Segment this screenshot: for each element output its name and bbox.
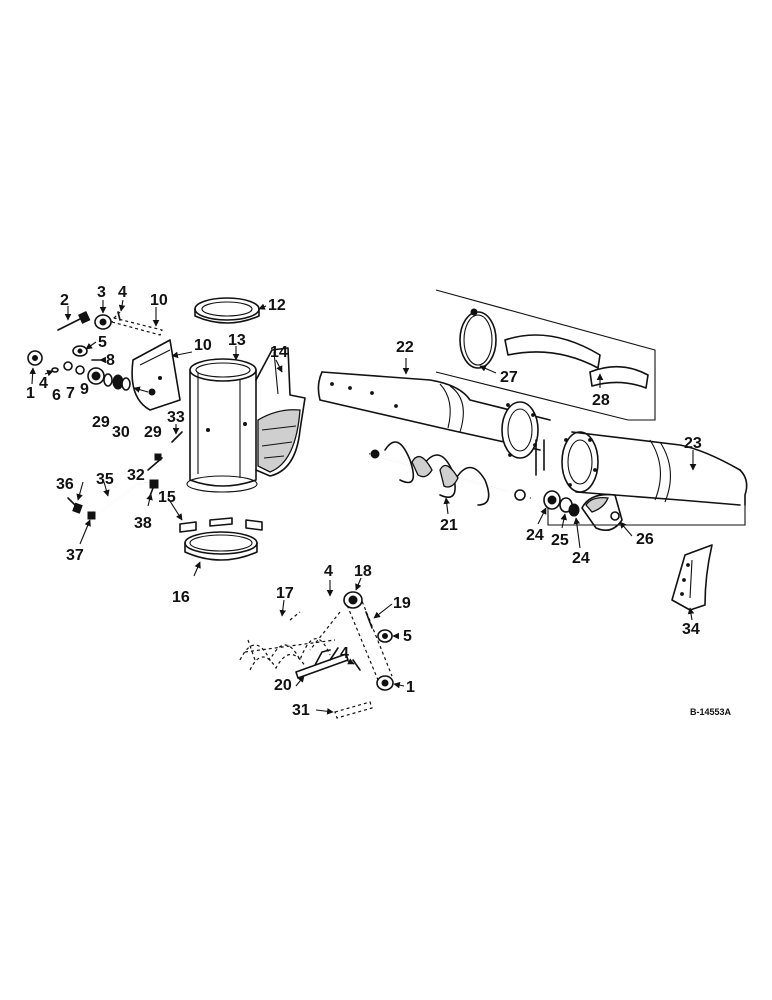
drawing-reference-number: B-14553A bbox=[690, 707, 732, 717]
label-37: 37 bbox=[66, 547, 84, 564]
label-29a: 29 bbox=[92, 414, 110, 431]
fitting-part-37 bbox=[87, 511, 96, 520]
label-1-left: 1 bbox=[26, 385, 35, 402]
label-15: 15 bbox=[158, 489, 176, 506]
label-3: 3 bbox=[97, 284, 106, 301]
label-27: 27 bbox=[500, 369, 518, 386]
label-25: 25 bbox=[551, 532, 569, 549]
drive-chain-outline bbox=[309, 595, 393, 681]
label-5-top: 5 bbox=[98, 334, 107, 351]
hopper-cluster bbox=[67, 297, 306, 561]
tube-part-22 bbox=[317, 371, 551, 459]
hopper-housing-part-13 bbox=[186, 358, 258, 493]
washer-part-5 bbox=[72, 345, 88, 357]
label-7: 7 bbox=[66, 385, 75, 402]
kit-panel-outline bbox=[435, 289, 656, 421]
label-12: 12 bbox=[268, 297, 286, 314]
washer-part-5-lower bbox=[377, 629, 393, 643]
shield-part-34 bbox=[671, 544, 713, 611]
bracket-part-10 bbox=[131, 339, 181, 411]
label-18: 18 bbox=[354, 563, 372, 580]
pin-part-4-lower bbox=[352, 659, 361, 671]
ring-part-16 bbox=[184, 531, 258, 561]
label-14: 14 bbox=[270, 344, 288, 361]
leader-arrows bbox=[29, 299, 697, 715]
sprocket-part-18 bbox=[343, 591, 363, 609]
label-24a: 24 bbox=[526, 527, 544, 544]
left-hardware-cluster bbox=[27, 311, 181, 411]
label-16: 16 bbox=[172, 589, 190, 606]
label-4-mid: 4 bbox=[324, 563, 333, 580]
label-38: 38 bbox=[134, 515, 152, 532]
label-11: 10 bbox=[150, 292, 168, 309]
tube-joint-marks bbox=[535, 439, 545, 476]
label-1-lower: 1 bbox=[406, 679, 415, 696]
fitting-part-38 bbox=[149, 479, 159, 497]
bearing-part-24b bbox=[568, 503, 580, 517]
bolt-part-2 bbox=[57, 311, 91, 331]
label-13: 13 bbox=[228, 332, 246, 349]
label-33: 33 bbox=[167, 409, 185, 426]
bolt-part-19 bbox=[365, 611, 373, 629]
label-26: 26 bbox=[636, 531, 654, 548]
label-9: 9 bbox=[80, 381, 89, 398]
label-5-lower: 5 bbox=[403, 628, 412, 645]
label-30: 30 bbox=[112, 424, 130, 441]
label-24b: 24 bbox=[572, 550, 590, 567]
label-21: 21 bbox=[440, 517, 458, 534]
washer-part-7 bbox=[75, 365, 85, 375]
spout-part-14 bbox=[255, 347, 306, 477]
label-29b: 29 bbox=[144, 424, 162, 441]
pin-part-33 bbox=[171, 431, 183, 443]
label-4-top: 4 bbox=[118, 284, 127, 301]
band-part-27 bbox=[459, 308, 497, 369]
fitting-part-36 bbox=[67, 497, 83, 514]
part-number-labels: 2 3 4 10 12 5 10 13 14 8 1 4 6 7 9 29 30… bbox=[26, 284, 732, 719]
nut-part-1-left bbox=[27, 350, 43, 366]
shaft-part-31 bbox=[334, 701, 373, 719]
label-19: 19 bbox=[393, 595, 411, 612]
hose-part-35 bbox=[94, 482, 151, 516]
fitting-part-32 bbox=[147, 453, 163, 471]
label-36: 36 bbox=[56, 476, 74, 493]
bearing-part-24a bbox=[543, 490, 561, 510]
label-20: 20 bbox=[274, 677, 292, 694]
washer-part-29b bbox=[121, 377, 131, 391]
half-shell-part-28 bbox=[504, 334, 649, 389]
lower-drive-cluster bbox=[239, 591, 394, 719]
end-cap-part-26 bbox=[581, 493, 623, 531]
label-4-left: 4 bbox=[39, 375, 48, 392]
shaft-part-11 bbox=[111, 311, 163, 336]
label-22: 22 bbox=[396, 339, 414, 356]
nut-part-1-lower bbox=[376, 675, 394, 691]
washer-part-29a bbox=[103, 373, 113, 387]
label-28: 28 bbox=[592, 392, 610, 409]
cover-part-12 bbox=[194, 297, 260, 324]
label-8: 8 bbox=[106, 352, 115, 369]
tube-assembly bbox=[317, 289, 748, 611]
label-32: 32 bbox=[127, 467, 145, 484]
label-2: 2 bbox=[60, 292, 69, 309]
label-10: 10 bbox=[194, 337, 212, 354]
washer-part-6 bbox=[63, 361, 73, 371]
label-23: 23 bbox=[684, 435, 702, 452]
washer-part-3 bbox=[94, 314, 112, 330]
segments-part-15 bbox=[179, 517, 263, 533]
bearing-part-9 bbox=[87, 367, 105, 385]
label-17: 17 bbox=[276, 585, 294, 602]
label-6: 6 bbox=[52, 387, 61, 404]
label-4-lower: 4 bbox=[340, 645, 349, 662]
label-34: 34 bbox=[682, 621, 700, 638]
auger-part-17 bbox=[239, 611, 336, 671]
label-35: 35 bbox=[96, 471, 114, 488]
auger-part-21 bbox=[369, 441, 531, 506]
label-31: 31 bbox=[292, 702, 310, 719]
